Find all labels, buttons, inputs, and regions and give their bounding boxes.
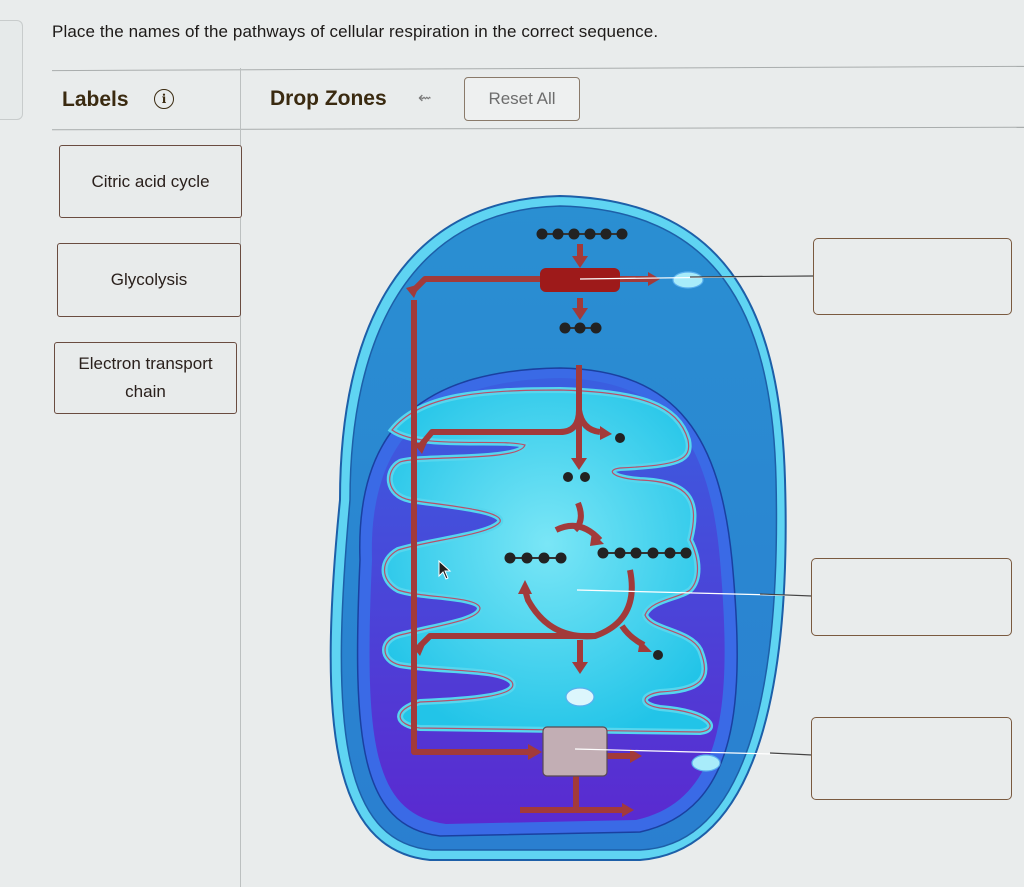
glucose-molecule-chain xyxy=(536,228,628,240)
undo-icon[interactable]: ⇜ xyxy=(418,90,432,107)
pathway-arrows xyxy=(411,244,650,813)
reset-all-button[interactable]: Reset All xyxy=(464,77,580,121)
arrow-heads xyxy=(406,256,660,817)
column-divider xyxy=(240,68,241,887)
leader-lines xyxy=(574,275,814,756)
energy-burst-icons xyxy=(565,271,721,772)
co2-molecule-2 xyxy=(653,650,663,660)
four-carbon-molecule-chain xyxy=(504,552,567,564)
drop-zone-2[interactable] xyxy=(811,558,1012,636)
drop-zone-3[interactable] xyxy=(811,717,1012,800)
label-citric-acid-cycle[interactable]: Citric acid cycle xyxy=(59,145,242,218)
six-carbon-molecule-chain xyxy=(597,547,692,559)
label-text: Glycolysis xyxy=(110,270,188,289)
acetyl-molecule-chain xyxy=(563,472,590,482)
label-text: Citric acid cycle xyxy=(91,171,210,191)
drop-zones-heading: Drop Zones xyxy=(270,87,387,110)
drop-zone-1[interactable] xyxy=(813,238,1012,315)
window-edge-tab xyxy=(0,20,23,120)
label-glycolysis[interactable]: Glycolysis xyxy=(57,243,241,317)
mouse-pointer-icon xyxy=(438,560,452,580)
label-electron-transport-chain[interactable]: Electron transport chain xyxy=(54,342,237,414)
atp-synthase-complex xyxy=(542,726,608,777)
pyruvate-molecule-chain xyxy=(559,322,602,334)
info-icon[interactable]: i xyxy=(154,89,174,109)
co2-molecule-1 xyxy=(615,433,625,443)
labels-heading: Labels xyxy=(62,88,129,111)
question-prompt: Place the names of the pathways of cellu… xyxy=(52,22,659,41)
label-text: Electron transport chain xyxy=(78,354,213,401)
glycolysis-enzyme-block xyxy=(540,268,620,292)
